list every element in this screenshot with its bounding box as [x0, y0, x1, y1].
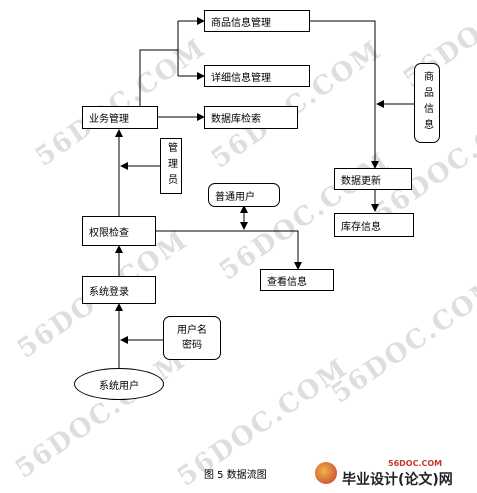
system-user-ellipse: 系统用户 [74, 368, 164, 400]
goods-info-box: 商品信息 [414, 63, 440, 143]
admin-box: 管理员 [160, 138, 182, 194]
username-password-box: 用户名 密码 [163, 316, 221, 360]
view-info-box: 查看信息 [260, 269, 334, 291]
detail-info-mgmt-box: 详细信息管理 [204, 65, 310, 87]
flow-check-to-view [155, 230, 299, 268]
site-url: 56DOC.COM [388, 459, 443, 468]
business-mgmt-box: 业务管理 [82, 106, 158, 129]
permission-check-box: 权限检查 [82, 216, 156, 246]
data-update-box: 数据更新 [334, 168, 412, 190]
password-label: 密码 [182, 340, 202, 351]
stock-info-box: 库存信息 [334, 213, 414, 237]
flow-business-branch [139, 49, 178, 107]
flow-goods-to-update [309, 20, 376, 164]
db-query-box: 数据库检索 [204, 106, 298, 129]
username-label: 用户名 [177, 325, 207, 336]
site-logo-icon [315, 462, 337, 484]
system-login-box: 系统登录 [82, 276, 156, 304]
figure-caption: 图 5 数据流图 [204, 470, 267, 481]
site-name: 毕业设计(论文)网 [342, 472, 453, 488]
normal-user-box: 普通用户 [208, 183, 280, 207]
goods-info-mgmt-box: 商品信息管理 [204, 10, 310, 32]
